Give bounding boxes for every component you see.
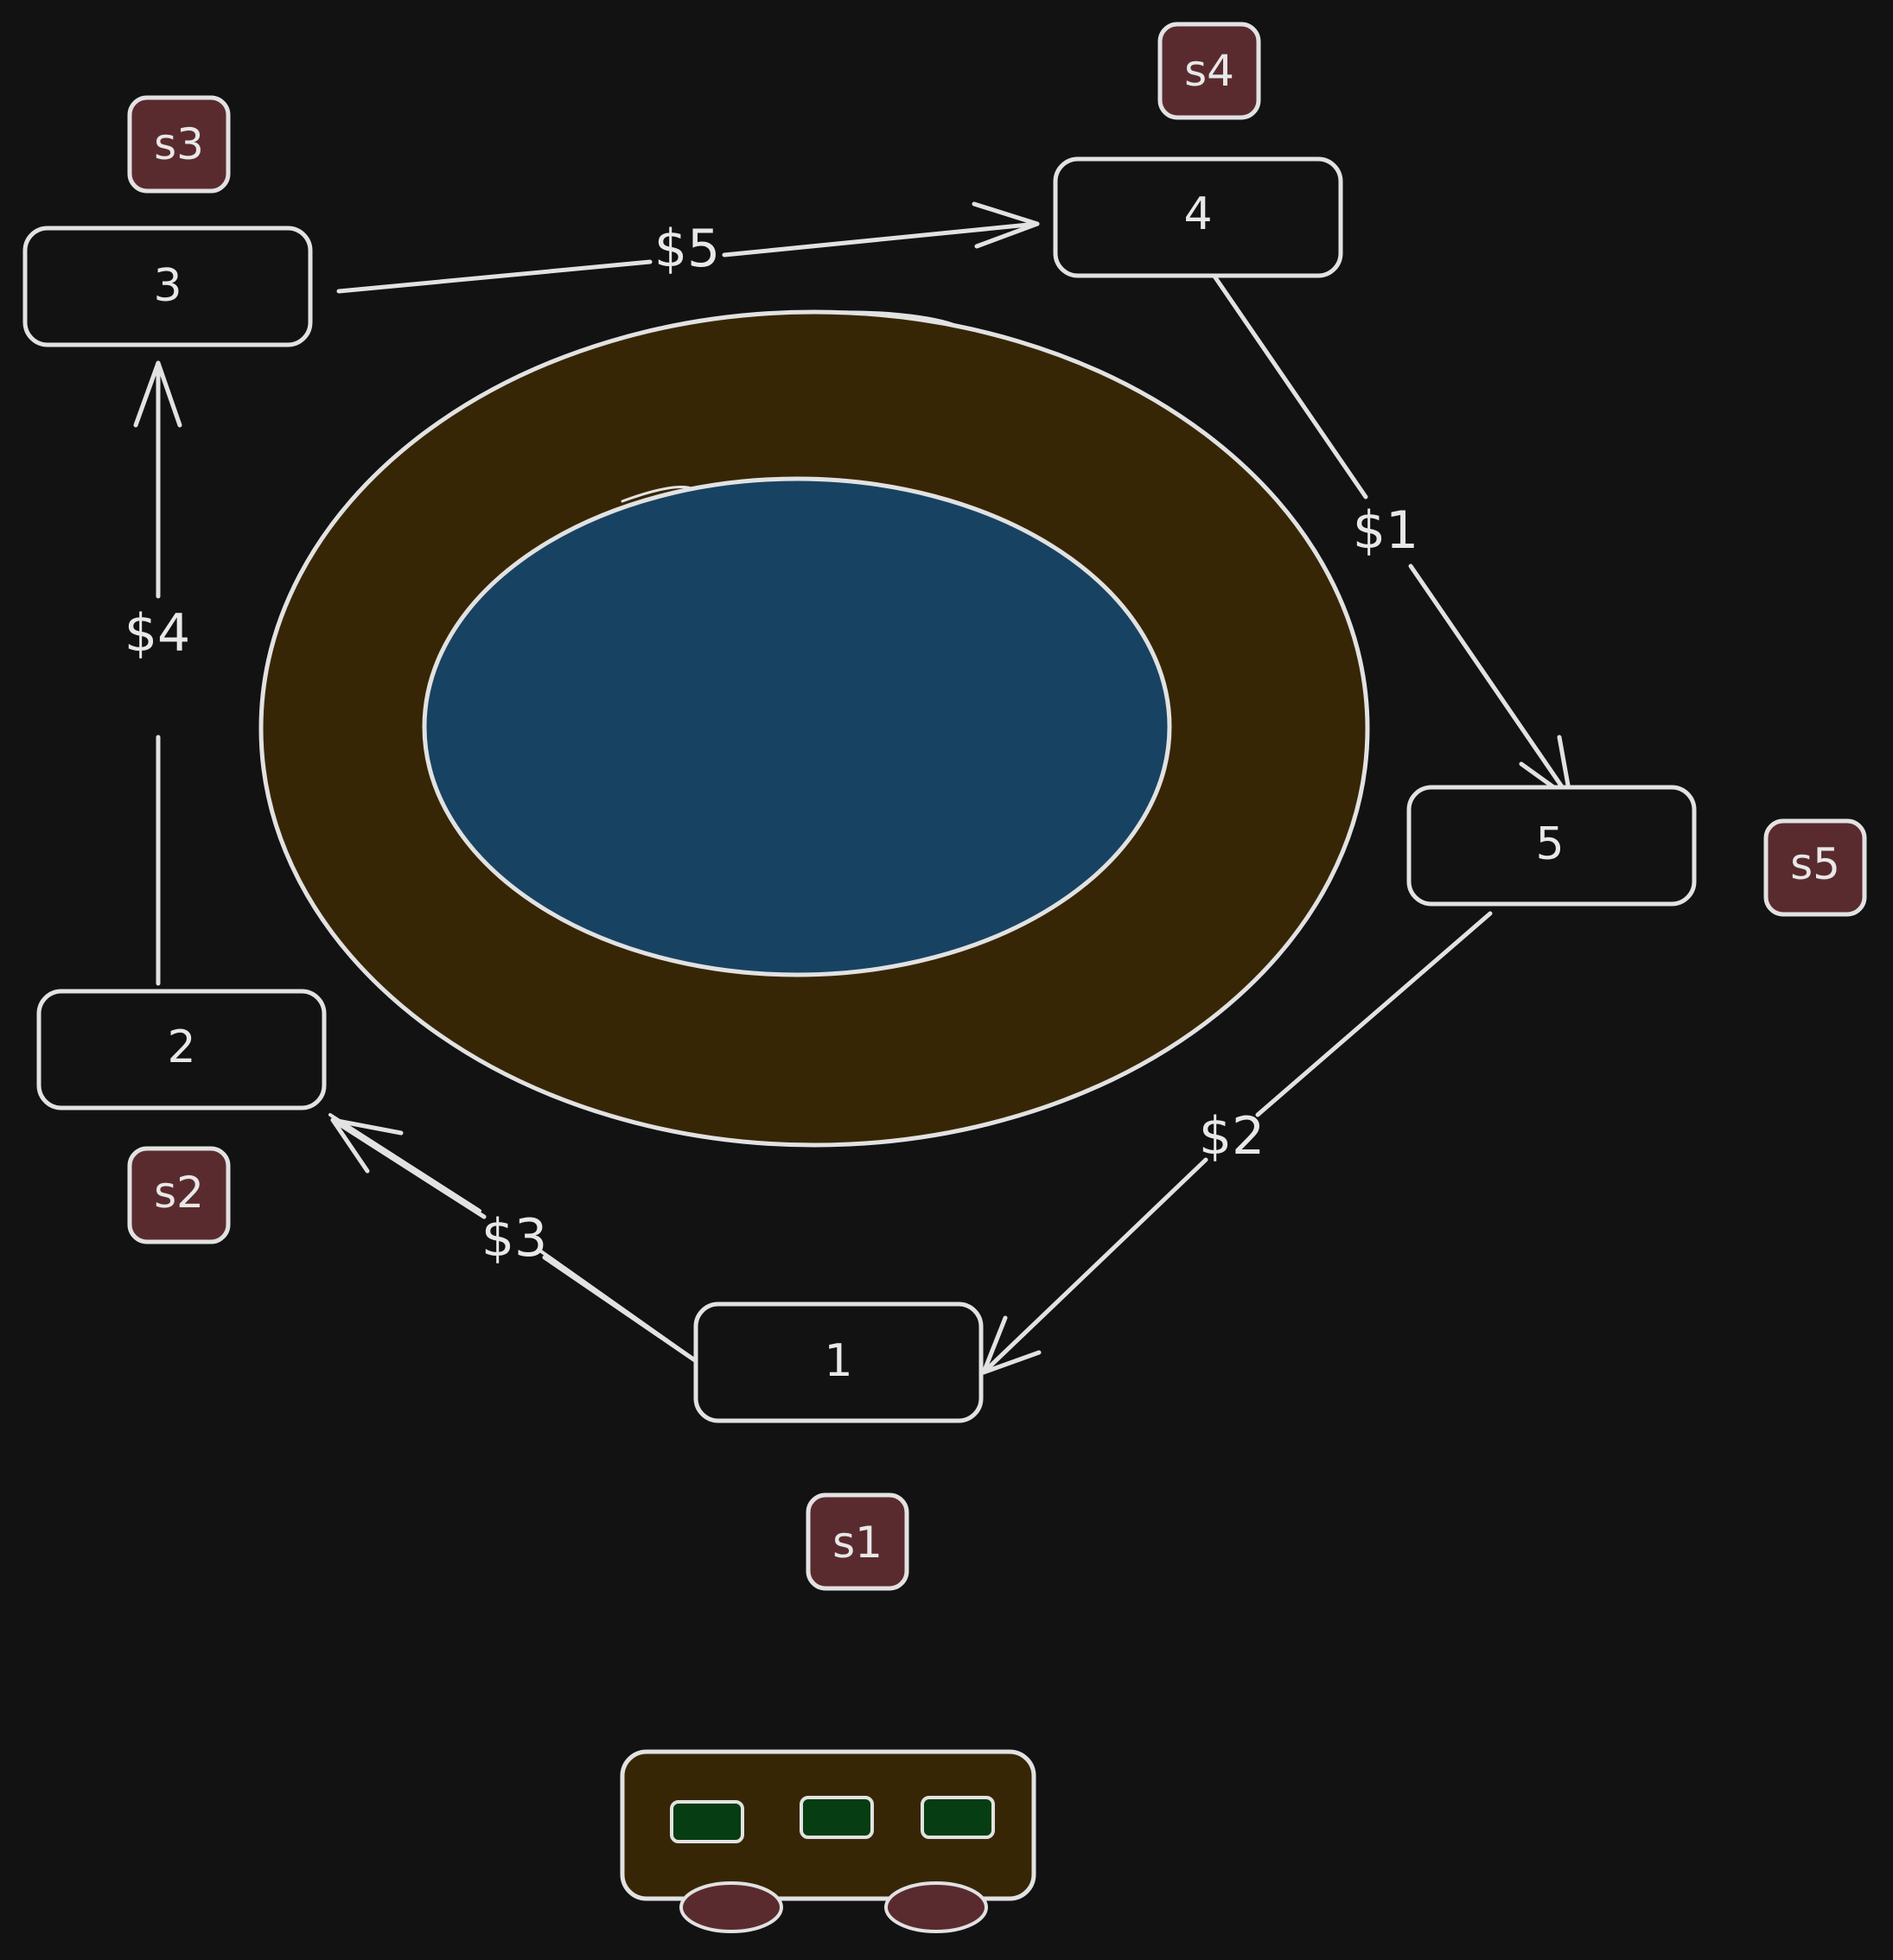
- badge-label-s5: s5: [1790, 839, 1840, 889]
- bus-window-icon: [800, 1796, 874, 1839]
- arrowhead: [981, 1315, 1042, 1375]
- node-2[interactable]: 2: [36, 989, 327, 1110]
- badge-label-s4: s4: [1184, 46, 1234, 96]
- edge-3-to-4: $5: [336, 201, 1040, 294]
- edges: $5 $1 $2 $3 $4: [124, 201, 1573, 1375]
- badge-s3: s3: [127, 95, 231, 194]
- track-ring-sketch: [811, 310, 961, 328]
- node-label-3: 3: [153, 260, 182, 312]
- lake: [422, 476, 1172, 977]
- node-5[interactable]: 5: [1406, 785, 1697, 907]
- badges: s3 s4 s5 s2 s1: [127, 22, 1867, 1591]
- badge-s2: s2: [127, 1146, 231, 1244]
- badge-label-s2: s2: [154, 1168, 204, 1218]
- edge-label-1-2: $3: [481, 1208, 547, 1269]
- badge-label-s1: s1: [832, 1518, 883, 1568]
- arrowhead: [133, 360, 182, 428]
- bus-window-icon: [921, 1796, 995, 1839]
- badge-s5: s5: [1763, 818, 1867, 917]
- node-3[interactable]: 3: [22, 226, 313, 347]
- lake-sketch: [621, 486, 695, 503]
- arrowhead: [330, 1117, 404, 1174]
- bus-icon: [620, 1749, 1036, 1933]
- edge-1-to-2: $3: [328, 1113, 709, 1371]
- badge-label-s3: s3: [154, 119, 204, 169]
- node-label-4: 4: [1183, 188, 1212, 240]
- edge-5-to-1: $2: [981, 911, 1493, 1375]
- node-label-5: 5: [1535, 818, 1564, 870]
- node-label-2: 2: [167, 1021, 195, 1073]
- badge-s4: s4: [1157, 22, 1261, 120]
- bus-window-icon: [670, 1800, 744, 1843]
- central-park: [258, 309, 1370, 1148]
- nodes: 3 4 5 2 1: [22, 156, 1697, 1423]
- edge-label-2-3: $4: [124, 603, 190, 664]
- node-1[interactable]: 1: [693, 1301, 984, 1423]
- edge-label-4-5: $1: [1353, 500, 1418, 561]
- edge-label-5-1: $2: [1199, 1106, 1265, 1167]
- node-label-1: 1: [824, 1335, 852, 1387]
- bus-wheel-icon: [884, 1881, 988, 1933]
- bus-wheel-icon: [679, 1881, 783, 1933]
- badge-s1: s1: [806, 1492, 909, 1591]
- edge-2-to-3: $4: [124, 360, 190, 986]
- arrowhead: [972, 201, 1040, 249]
- node-4[interactable]: 4: [1053, 156, 1343, 278]
- edge-label-3-4: $5: [654, 219, 720, 279]
